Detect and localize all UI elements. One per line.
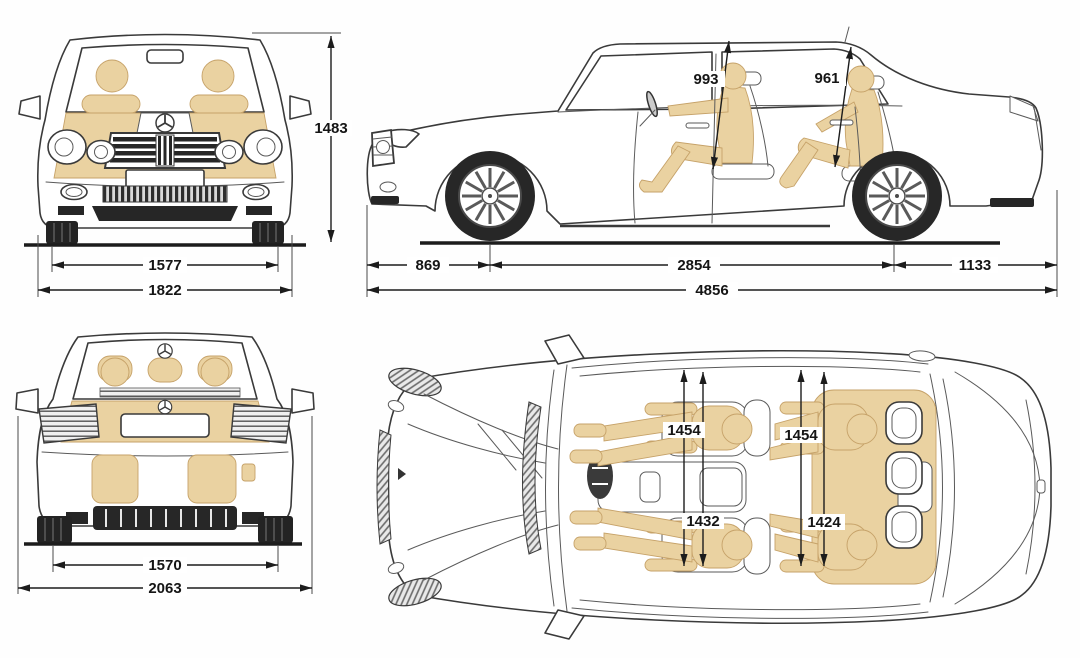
headlights <box>47 129 283 165</box>
dim-label-overhang-front: 869 <box>415 257 440 274</box>
front-wheel <box>443 149 537 243</box>
front-view-car <box>18 33 312 247</box>
dim-label-rear-track: 1570 <box>148 557 181 574</box>
top-view-dimensions: 1454 1432 1454 1424 <box>663 370 845 566</box>
dim-label-overhang-rear: 1133 <box>959 257 992 274</box>
rear-view-car <box>15 332 315 546</box>
mercedes-star-icon <box>155 113 175 133</box>
dim-label-headroom-front: 993 <box>693 71 718 88</box>
top-rear-end <box>908 350 1046 605</box>
dim-label-body-width: 1822 <box>148 282 181 299</box>
side-view-dimensions: 993 961 869 2854 1133 4856 <box>366 40 1058 299</box>
mercedes-star-icon <box>157 343 173 359</box>
front-view: 1483 1577 1822 <box>18 32 352 299</box>
rear-occupants <box>97 355 233 387</box>
top-mirrors <box>544 334 585 640</box>
dim-label-shoulder-rear: 1454 <box>784 427 818 444</box>
rear-headrests-top <box>885 401 923 549</box>
lower-intake <box>102 185 228 203</box>
mercedes-star-icon <box>398 468 406 480</box>
top-front-end <box>376 367 559 607</box>
rear-view-dimensions: 1570 2063 <box>17 416 313 597</box>
dim-label-height: 1483 <box>314 120 347 137</box>
dim-label-shoulder-front: 1454 <box>667 422 701 439</box>
dim-label-elbow-rear: 1424 <box>807 514 841 531</box>
rear-wheel <box>850 149 944 243</box>
dim-label-front-track: 1577 <box>148 257 181 274</box>
seatback-shading <box>91 454 256 504</box>
tail-lights <box>38 403 292 444</box>
center-console <box>597 461 747 513</box>
parcel-shelf <box>99 387 241 398</box>
rear-view: 1570 2063 <box>15 332 315 597</box>
front-occupants <box>81 59 249 114</box>
dim-label-wheelbase: 2854 <box>677 257 711 274</box>
side-mirrors-rear <box>15 388 315 414</box>
side-view: 993 961 869 2854 1133 4856 <box>366 26 1058 299</box>
side-mirrors <box>18 95 312 120</box>
rearview-mirror <box>146 49 184 64</box>
dim-label-headroom-rear: 961 <box>814 70 839 87</box>
steering-wheel-side <box>639 90 658 127</box>
side-front-end <box>371 128 420 204</box>
license-recess <box>120 413 210 438</box>
dim-label-width-mirrors: 2063 <box>148 580 181 597</box>
top-view-car <box>376 334 1052 640</box>
side-view-car <box>366 26 1044 245</box>
dim-label-length: 4856 <box>695 282 728 299</box>
top-view: 1454 1432 1454 1424 <box>376 334 1052 640</box>
front-tires <box>46 221 284 244</box>
rear-diffuser <box>66 506 264 530</box>
mercedes-star-icon <box>157 399 173 415</box>
fog-lights <box>60 183 270 201</box>
windshield-band <box>522 401 542 555</box>
dim-label-elbow-front: 1432 <box>686 513 719 530</box>
front-view-dimensions: 1483 1577 1822 <box>37 32 352 299</box>
rear-tires <box>37 516 293 543</box>
front-grille <box>103 132 227 169</box>
side-rear-end <box>990 95 1042 207</box>
